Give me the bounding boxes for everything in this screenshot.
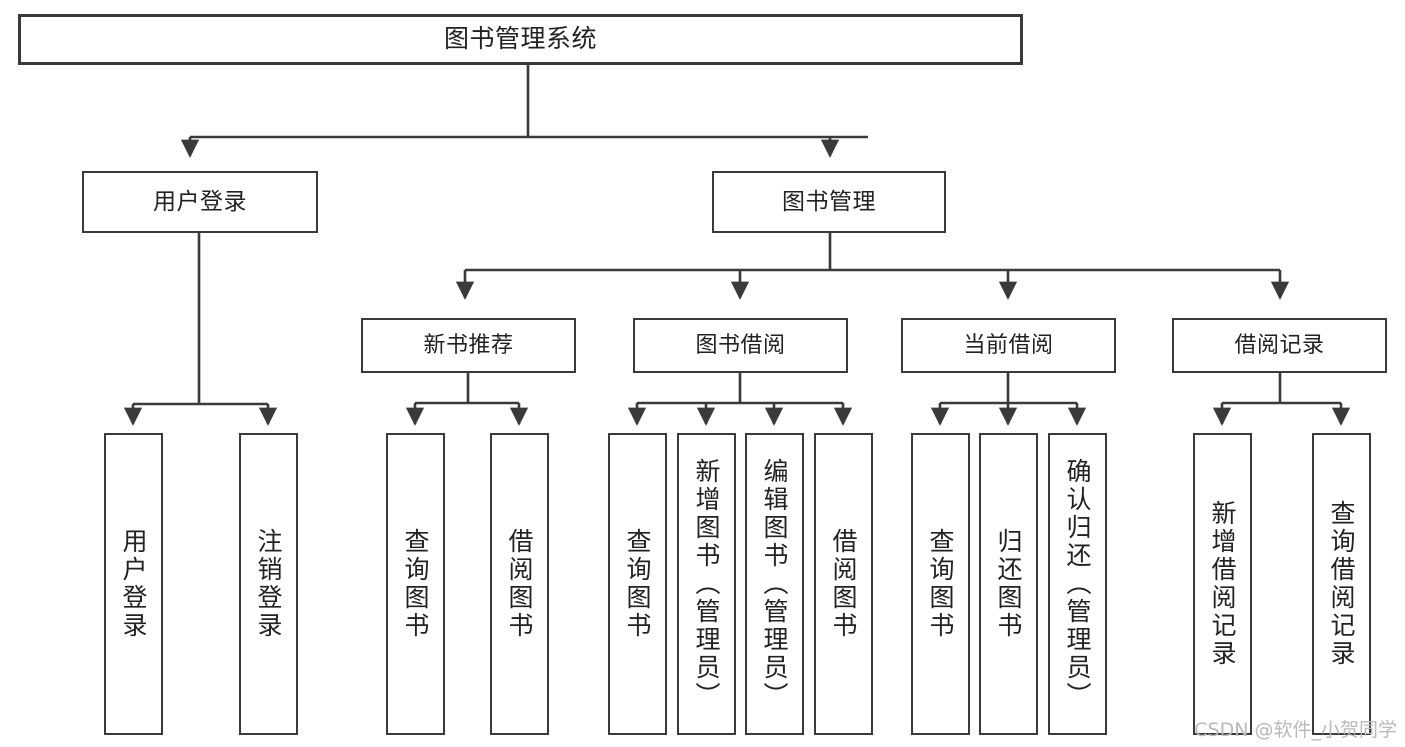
node-label: 查询借阅记录 [1327, 500, 1356, 668]
leaf-confirm-return-admin[interactable]: 确认归还（管理员） [1048, 433, 1107, 735]
leaf-borrow-book[interactable]: 借阅图书 [814, 433, 873, 735]
leaf-return-book[interactable]: 归还图书 [979, 433, 1038, 735]
node-book-management[interactable]: 图书管理 [712, 171, 946, 233]
node-book-borrow[interactable]: 图书借阅 [633, 318, 848, 373]
node-label: 新书推荐 [423, 332, 514, 358]
node-label: 查询图书 [623, 528, 652, 640]
leaf-query-book-borrow[interactable]: 查询图书 [608, 433, 667, 735]
node-label: 图书借阅 [695, 332, 786, 358]
node-label: 借阅记录 [1234, 332, 1325, 358]
leaf-query-book-current[interactable]: 查询图书 [911, 433, 970, 735]
leaf-query-borrow-record[interactable]: 查询借阅记录 [1312, 433, 1371, 735]
node-label: 借阅图书 [505, 528, 534, 640]
node-label: 用户登录 [153, 188, 247, 215]
leaf-borrow-book-recommend[interactable]: 借阅图书 [490, 433, 549, 735]
leaf-user-login[interactable]: 用户登录 [104, 433, 163, 735]
node-user-login[interactable]: 用户登录 [82, 171, 318, 233]
node-current-borrow[interactable]: 当前借阅 [901, 318, 1116, 373]
node-label: 新增借阅记录 [1208, 500, 1237, 668]
node-root-book-management-system[interactable]: 图书管理系统 [18, 14, 1023, 65]
node-label: 用户登录 [119, 528, 148, 640]
node-label: 查询图书 [401, 528, 430, 640]
leaf-edit-book-admin[interactable]: 编辑图书（管理员） [745, 433, 804, 735]
leaf-add-borrow-record[interactable]: 新增借阅记录 [1193, 433, 1252, 735]
node-label: 编辑图书（管理员） [760, 458, 789, 710]
node-label: 借阅图书 [829, 528, 858, 640]
node-label: 图书管理系统 [443, 24, 597, 54]
leaf-add-book-admin[interactable]: 新增图书（管理员） [677, 433, 736, 735]
node-label: 查询图书 [926, 528, 955, 640]
node-label: 新增图书（管理员） [692, 458, 721, 710]
leaf-logout-login[interactable]: 注销登录 [239, 433, 298, 735]
leaf-query-book-recommend[interactable]: 查询图书 [386, 433, 445, 735]
node-label: 确认归还（管理员） [1063, 458, 1092, 710]
node-label: 注销登录 [254, 528, 283, 640]
node-label: 当前借阅 [963, 332, 1054, 358]
node-borrow-record[interactable]: 借阅记录 [1172, 318, 1387, 373]
node-label: 图书管理 [782, 188, 876, 215]
node-label: 归还图书 [994, 528, 1023, 640]
node-new-book-recommend[interactable]: 新书推荐 [361, 318, 576, 373]
